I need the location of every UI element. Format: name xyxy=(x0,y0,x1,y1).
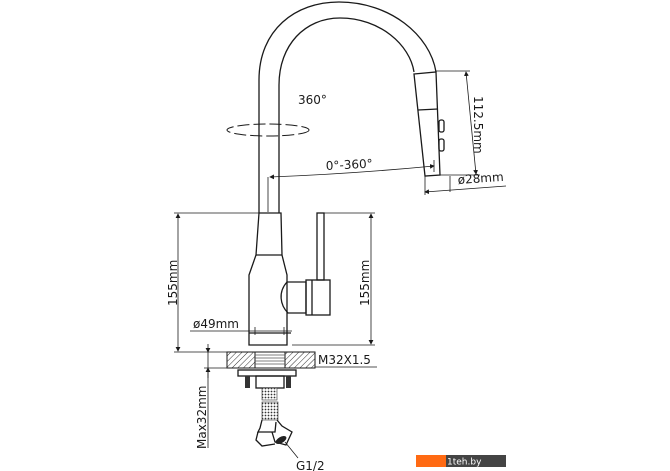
body-height-left-label: 155mm xyxy=(166,260,180,306)
body-diameter-label: ø49mm xyxy=(193,317,239,331)
thread-label: M32X1.5 xyxy=(318,353,371,367)
inlet-thread-label: G1/2 xyxy=(296,459,325,471)
spray-head-length-dimension: 112.5mm xyxy=(436,70,485,176)
max-countertop-dimension: Max32mm xyxy=(195,344,227,449)
watermark-logo: 1teh.by xyxy=(416,455,506,468)
swivel-indicator xyxy=(226,123,310,137)
spray-head-diameter-dimension: ø28mm xyxy=(424,170,507,195)
mounting-hardware xyxy=(237,369,297,447)
swivel-angle-label: 360° xyxy=(298,93,327,107)
spray-head xyxy=(413,71,445,177)
spray-head-diameter-label: ø28mm xyxy=(457,170,504,187)
inlet-thread-callout: G1/2 xyxy=(284,441,325,471)
handle-lever xyxy=(305,212,331,316)
spray-rotation-label: 0°-360° xyxy=(325,157,373,173)
watermark-text: 1teh.by xyxy=(447,458,482,468)
spray-rotation-dimension: 0°-360° xyxy=(269,157,435,180)
max-countertop-label: Max32mm xyxy=(195,386,209,449)
countertop-section: M32X1.5 xyxy=(226,351,377,369)
body-height-right-label: 155mm xyxy=(358,260,372,306)
spray-head-length-label: 112.5mm xyxy=(471,96,485,154)
gooseneck-spout xyxy=(258,1,437,213)
faucet-body xyxy=(248,212,307,346)
body-height-right-dimension: 155mm xyxy=(292,212,375,346)
body-diameter-dimension: ø49mm xyxy=(190,317,292,335)
